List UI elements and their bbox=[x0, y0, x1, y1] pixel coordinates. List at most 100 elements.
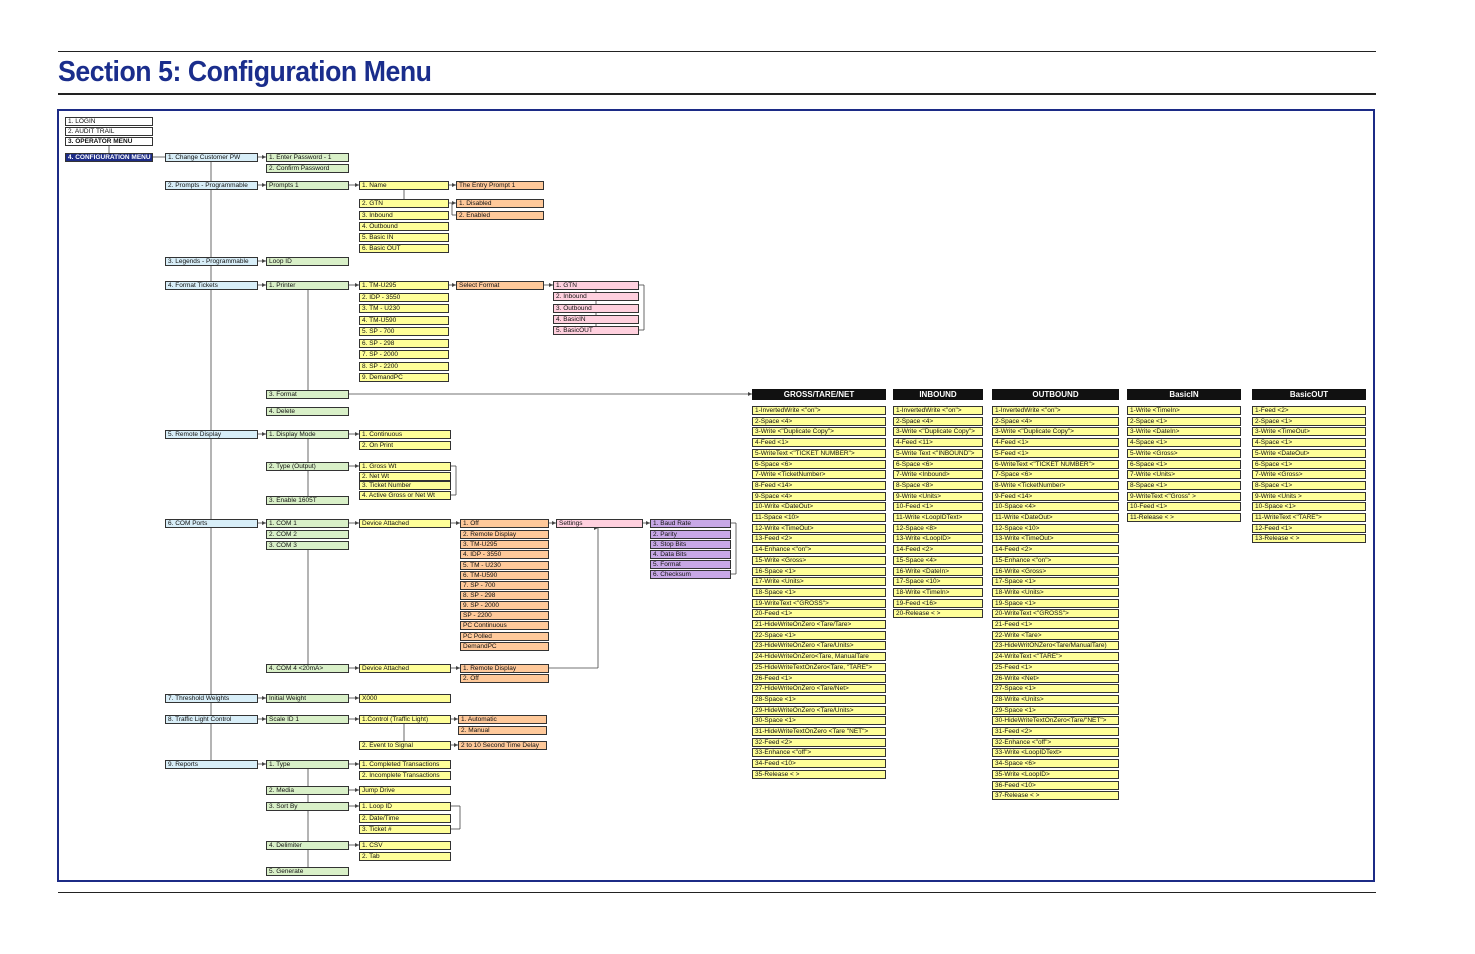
format-step[interactable]: 31-HideWriteTextOnZero <Tare "NET"> bbox=[752, 727, 886, 736]
format-step[interactable]: 1-InvertedWrite <"on"> bbox=[992, 406, 1119, 415]
format-step[interactable]: 8-Space <1> bbox=[1252, 480, 1366, 490]
format-step[interactable]: 7-Write <Units> bbox=[1127, 470, 1241, 480]
root-item-4[interactable]: 4. CONFIGURATION MENU bbox=[65, 153, 153, 162]
format-step[interactable]: 12-Feed <1> bbox=[1252, 523, 1366, 533]
mode-on-print[interactable]: 2. On Print bbox=[359, 441, 451, 450]
format-step[interactable]: 2-Space <4> bbox=[752, 416, 886, 426]
format-step[interactable]: 1-InvertedWrite <"on"> bbox=[752, 406, 886, 415]
com-device-4[interactable]: 4. IDP - 3550 bbox=[460, 550, 549, 559]
format-step[interactable]: 18-Space <1> bbox=[752, 587, 886, 597]
format-step[interactable]: 35-Write <LoopID> bbox=[992, 769, 1119, 779]
com-device-13[interactable]: DemandPC bbox=[460, 642, 549, 651]
format-step[interactable]: 11-Space <10> bbox=[752, 513, 886, 522]
format-option-3[interactable]: 3. Outbound bbox=[553, 304, 639, 313]
format-option-2[interactable]: 2. Inbound bbox=[553, 292, 639, 301]
format-step[interactable]: 32-Feed <2> bbox=[752, 737, 886, 747]
main-menu-item-5[interactable]: 5. Remote Display bbox=[165, 430, 258, 439]
printer-option-5[interactable]: 5. SP - 700 bbox=[359, 327, 449, 336]
format-step[interactable]: 5-Feed <1> bbox=[992, 448, 1119, 458]
format-step[interactable]: 6-Space <6> bbox=[752, 459, 886, 469]
format-step[interactable]: 7-Space <6> bbox=[992, 470, 1119, 480]
traffic-light-control[interactable]: 1.Control (Traffic Light) bbox=[359, 715, 451, 724]
com4-remote-display[interactable]: 1. Remote Display bbox=[460, 664, 549, 673]
printer-option-3[interactable]: 3. TM - U230 bbox=[359, 304, 449, 313]
format-option-4[interactable]: 4. BasicIN bbox=[553, 315, 639, 324]
com-device-9[interactable]: 9. SP - 2000 bbox=[460, 601, 549, 610]
format-step[interactable]: 34-Space <6> bbox=[992, 759, 1119, 769]
initial-weight-value[interactable]: X000 bbox=[359, 694, 451, 703]
com-device-12[interactable]: PC Polled bbox=[460, 632, 549, 641]
prompt-item-6[interactable]: 6. Basic OUT bbox=[359, 244, 449, 253]
format-step[interactable]: 2-Space <4> bbox=[992, 416, 1119, 426]
format-step[interactable]: 37-Release < > bbox=[992, 791, 1119, 801]
display-type-4[interactable]: 4. Active Gross or Net Wt bbox=[359, 491, 451, 500]
select-format[interactable]: Select Format bbox=[456, 281, 544, 290]
format-step[interactable]: 14-Enhance <"on"> bbox=[752, 545, 886, 555]
format-step[interactable]: 11-Write <DateOut> bbox=[992, 513, 1119, 522]
format-step[interactable]: 6-Space <6> bbox=[893, 459, 983, 469]
format-step[interactable]: 3-Write <"Duplicate Copy"> bbox=[893, 427, 983, 437]
scale-id-1[interactable]: Scale ID 1 bbox=[266, 715, 349, 724]
format-step[interactable]: 34-Feed <10> bbox=[752, 759, 886, 769]
com4-device-attached[interactable]: Device Attached bbox=[359, 664, 451, 673]
enter-password[interactable]: 1. Enter Password - 1 bbox=[266, 153, 349, 162]
com-1[interactable]: 1. COM 1 bbox=[266, 519, 349, 528]
format-step[interactable]: 21-Feed <1> bbox=[992, 620, 1119, 629]
format-step[interactable]: 8-Write <TicketNumber> bbox=[992, 480, 1119, 490]
format-step[interactable]: 29-Space <1> bbox=[992, 705, 1119, 715]
report-completed[interactable]: 1. Completed Transactions bbox=[359, 760, 451, 769]
format-step[interactable]: 13-Write <TimeOut> bbox=[992, 534, 1119, 544]
com-device-8[interactable]: 8. SP - 298 bbox=[460, 591, 549, 600]
com-device-6[interactable]: 6. TM-U590 bbox=[460, 571, 549, 580]
type-output[interactable]: 2. Type (Output) bbox=[266, 462, 349, 471]
format-step[interactable]: 11-Write <LoopIDText> bbox=[893, 513, 983, 522]
main-menu-item-4[interactable]: 4. Format Tickets bbox=[165, 281, 258, 290]
format-step[interactable]: 3-Write <DateIn> bbox=[1127, 427, 1241, 437]
format-step[interactable]: 10-Feed <1> bbox=[893, 502, 983, 512]
format-step[interactable]: 3-Write <"Duplicate Copy"> bbox=[752, 427, 886, 437]
format-step[interactable]: 17-Write <Units> bbox=[752, 577, 886, 587]
format-step[interactable]: 5-WriteText <"TICKET NUMBER"> bbox=[752, 448, 886, 458]
format-step[interactable]: 35-Release < > bbox=[752, 769, 886, 779]
format-step[interactable]: 19-WriteText <"GROSS"> bbox=[752, 598, 886, 608]
prompt-name-value[interactable]: The Entry Prompt 1 bbox=[456, 181, 544, 190]
format-step[interactable]: 12-Space <8> bbox=[893, 523, 983, 533]
display-type-2[interactable]: 2. Net Wt bbox=[359, 472, 451, 481]
printer-option-1[interactable]: 1. TM-U295 bbox=[359, 281, 449, 290]
gtn-disabled[interactable]: 1. Disabled bbox=[456, 199, 544, 208]
format-step[interactable]: 18-Write <Units> bbox=[992, 587, 1119, 597]
format-step[interactable]: 24-HideWriteOnZero<Tare, ManualTare bbox=[752, 652, 886, 662]
display-type-3[interactable]: 3. Ticket Number bbox=[359, 481, 451, 490]
format-step[interactable]: 2-Space <1> bbox=[1252, 416, 1366, 426]
format-step[interactable]: 30-Space <1> bbox=[752, 716, 886, 726]
delimiter-csv[interactable]: 1. CSV bbox=[359, 841, 451, 850]
setting-1[interactable]: 1. Baud Rate bbox=[650, 519, 731, 528]
format-step[interactable]: 23-HideWriteOnZero <Tare/Units> bbox=[752, 641, 886, 651]
format-step[interactable]: 3-Write <"Duplicate Copy"> bbox=[992, 427, 1119, 437]
format-step[interactable]: 7-Write <Inbound> bbox=[893, 470, 983, 480]
event-to-signal[interactable]: 2. Event to Signal bbox=[359, 741, 451, 750]
format-step[interactable]: 4-Space <1> bbox=[1127, 438, 1241, 448]
device-attached[interactable]: Device Attached bbox=[359, 519, 451, 528]
setting-5[interactable]: 5. Format bbox=[650, 560, 731, 569]
format-step[interactable]: 9-Space <4> bbox=[752, 491, 886, 501]
format-step[interactable]: 11-Release < > bbox=[1127, 513, 1241, 522]
format-step[interactable]: 36-Feed <10> bbox=[992, 780, 1119, 790]
format-option-5[interactable]: 5. BasicOUT bbox=[553, 326, 639, 335]
format-step[interactable]: 4-Feed <1> bbox=[992, 438, 1119, 448]
initial-weight[interactable]: Initial Weight bbox=[266, 694, 349, 703]
com-device-5[interactable]: 5. TM - U230 bbox=[460, 561, 549, 570]
printer-option-6[interactable]: 6. SP - 298 bbox=[359, 339, 449, 348]
prompt-item-2[interactable]: 2. GTN bbox=[359, 199, 449, 208]
main-menu-item-7[interactable]: 7. Threshold Weights bbox=[165, 694, 258, 703]
format-step[interactable]: 10-Space <1> bbox=[1252, 502, 1366, 512]
main-menu-item-2[interactable]: 2. Prompts - Programmable bbox=[165, 181, 258, 190]
report-menu-5[interactable]: 5. Generate bbox=[266, 867, 349, 876]
printer[interactable]: 1. Printer bbox=[266, 281, 349, 290]
format-step[interactable]: 25-Feed <1> bbox=[992, 662, 1119, 672]
format-step[interactable]: 7-Write <TicketNumber> bbox=[752, 470, 886, 480]
format-step[interactable]: 6-Space <1> bbox=[1127, 459, 1241, 469]
gtn-enabled[interactable]: 2. Enabled bbox=[456, 211, 544, 220]
format-step[interactable]: 5-Write Text <"INBOUND"> bbox=[893, 448, 983, 458]
format-step[interactable]: 6-Space <1> bbox=[1252, 459, 1366, 469]
